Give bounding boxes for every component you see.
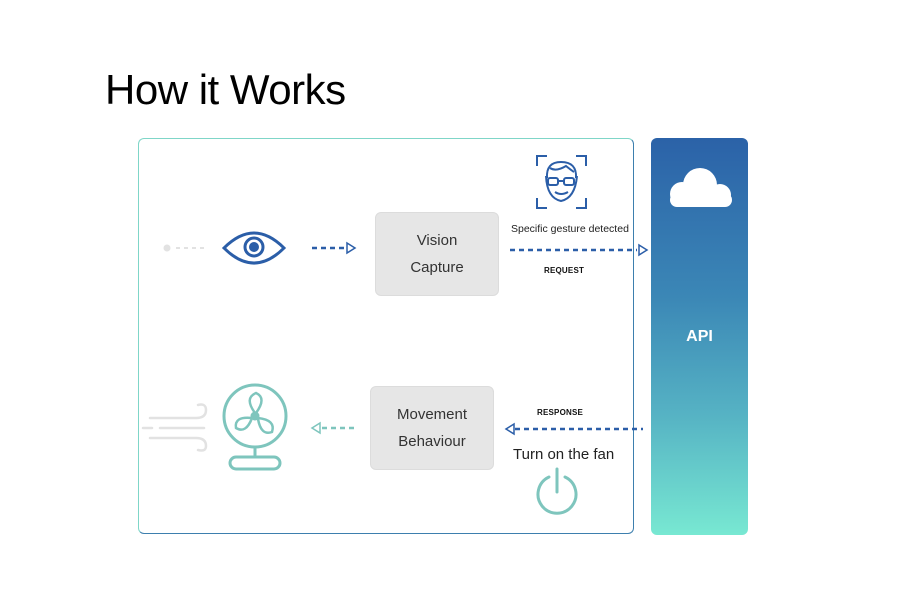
movement-behaviour-line1: Movement	[396, 406, 468, 423]
cloud-icon	[670, 168, 732, 207]
request-label: REQUEST	[544, 266, 585, 275]
wind-icon	[141, 403, 208, 452]
face-scan-icon	[536, 155, 587, 209]
power-icon	[536, 467, 578, 515]
gesture-label: Specific gesture detected	[511, 223, 629, 235]
movement-behaviour-line2: Behaviour	[398, 433, 466, 450]
fan-icon	[222, 383, 288, 471]
vision-capture-line1: Vision	[416, 232, 458, 249]
api-label: API	[686, 328, 713, 345]
eye-to-vision-arrow	[312, 241, 357, 255]
response-arrow	[504, 422, 643, 436]
fan-action-label: Turn on the fan	[513, 446, 615, 463]
request-arrow	[510, 243, 649, 257]
input-trail	[163, 244, 208, 252]
vision-capture-line2: Capture	[410, 259, 464, 276]
system-frame	[138, 138, 634, 534]
vision-capture-node: Vision Capture	[375, 212, 499, 296]
movement-behaviour-node: Movement Behaviour	[370, 386, 494, 470]
page-title: How it Works	[105, 66, 346, 113]
response-label: RESPONSE	[537, 408, 584, 417]
movement-to-fan-arrow	[310, 421, 355, 435]
eye-icon	[221, 231, 287, 265]
